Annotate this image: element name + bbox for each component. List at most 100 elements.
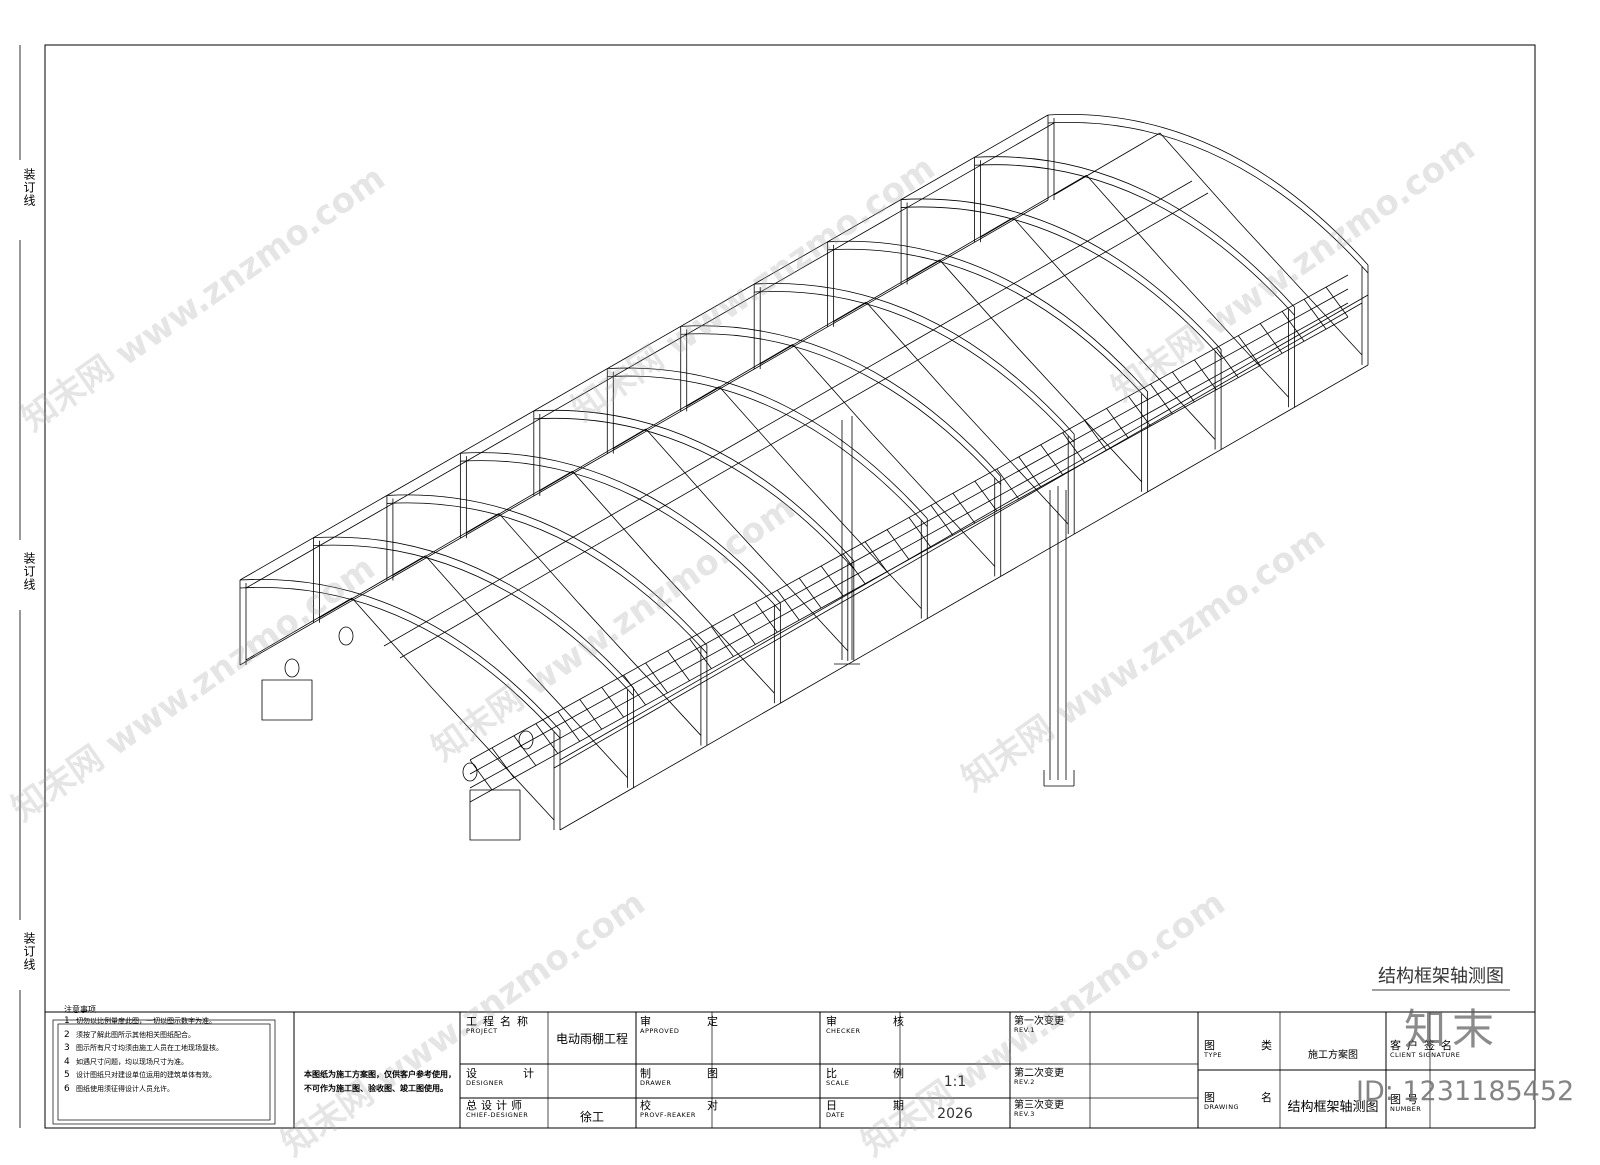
rib-arch-inner <box>827 248 1148 401</box>
longitudinal-beam <box>399 192 1209 659</box>
rib-arch <box>974 156 1295 308</box>
drawing-title: 结构框架轴测图 <box>1378 966 1504 987</box>
truss-diagonal <box>930 505 954 536</box>
drawing-sheet: 装订线 装订线 装订线 知末网 www.znzmo.com 知末网 www.zn… <box>5 44 1575 1164</box>
rib-arch <box>827 240 1148 393</box>
rib-arch-inner <box>460 460 781 612</box>
truss-diagonal <box>535 723 559 754</box>
truss-diagonal <box>513 735 537 766</box>
brace <box>645 428 727 520</box>
truss-diagonal <box>667 650 690 681</box>
brace <box>498 513 580 604</box>
brace <box>245 597 353 661</box>
note-number: 3 <box>64 1043 70 1053</box>
truss-diagonal <box>755 602 778 633</box>
note-number: 6 <box>64 1083 70 1094</box>
disclaimer-text: 本图纸为施工方案图，仅供客户参考使用，不可作为施工图、验收图、竣工图使用。 <box>304 1070 456 1093</box>
truss-diagonal <box>1106 408 1129 439</box>
brace <box>833 259 940 323</box>
brace <box>505 645 628 778</box>
brace <box>1239 222 1363 356</box>
truss-diagonal <box>1062 432 1085 463</box>
scale-value: 1:1 <box>943 1074 967 1090</box>
truss-rail <box>469 302 1349 789</box>
brace <box>572 470 653 562</box>
brace <box>1159 132 1241 224</box>
id-label: ID: 1231185452 <box>1356 1076 1575 1107</box>
longitudinal-beam <box>559 294 1369 761</box>
truss-diagonal <box>1237 335 1261 366</box>
truss-diagonal <box>645 662 668 694</box>
drawing-frame <box>44 44 1536 1129</box>
drawing-name-value: 结构框架轴测图 <box>1287 1100 1379 1115</box>
brace <box>466 470 573 534</box>
rib-arch-inner <box>313 544 634 696</box>
longitudinal-beam <box>239 114 1049 581</box>
rib-arch <box>386 494 708 646</box>
note-text: 图示所有尺寸均须由施工人员在工地现场复核。 <box>76 1044 223 1052</box>
brace <box>613 386 720 449</box>
truss-diagonal <box>952 493 976 524</box>
motor <box>338 626 354 646</box>
truss-diagonal <box>1172 371 1195 403</box>
drawing-canvas <box>19 44 1536 1129</box>
truss-diagonal <box>1084 420 1107 451</box>
brace <box>945 391 1069 525</box>
truss-diagonal <box>820 565 844 597</box>
end-frame <box>469 789 521 841</box>
rib-arch-inner <box>680 333 1002 485</box>
note-number: 4 <box>64 1056 70 1067</box>
note-number: 1 <box>64 1016 70 1026</box>
note-number: 2 <box>64 1029 70 1040</box>
note-text: 切勿以比例量度此图，一切以图示数字为准。 <box>76 1017 216 1025</box>
brace <box>425 555 506 646</box>
rib-arch-inner <box>386 502 708 654</box>
brace <box>431 687 555 821</box>
brace <box>319 555 426 619</box>
truss-diagonal <box>974 480 998 512</box>
end-frame <box>261 679 313 721</box>
motor <box>462 762 478 782</box>
longitudinal-beam <box>383 180 1193 647</box>
truss-diagonal <box>1303 299 1327 330</box>
truss-diagonal <box>842 553 866 584</box>
rib-arch <box>680 325 1002 477</box>
truss-diagonal <box>579 699 603 730</box>
truss-diagonal <box>776 590 800 621</box>
motor <box>518 730 534 750</box>
rib-arch-inner <box>901 206 1222 358</box>
brace <box>980 174 1087 238</box>
binding-label-middle: 装订线 <box>22 552 36 591</box>
truss-diagonal <box>491 747 515 778</box>
brace <box>578 603 702 736</box>
project-value: 电动雨棚工程 <box>555 1032 628 1046</box>
title-block-grid <box>44 1011 1536 1129</box>
truss-diagonal <box>557 711 581 742</box>
brace <box>792 344 874 435</box>
truss-diagonal <box>1040 444 1063 475</box>
truss-diagonal <box>1281 311 1305 342</box>
rib-arch <box>754 283 1075 435</box>
truss-diagonal <box>1325 286 1349 318</box>
longitudinal-beam <box>553 302 1363 769</box>
brace <box>1019 349 1142 483</box>
brace <box>1166 265 1289 398</box>
longitudinal-beam <box>245 122 1055 589</box>
truss-diagonal <box>886 529 910 560</box>
rib-arch <box>313 536 634 688</box>
binding-label-bottom: 装订线 <box>22 932 36 971</box>
rib-arch-inner <box>607 375 928 527</box>
truss-rail <box>469 288 1349 775</box>
